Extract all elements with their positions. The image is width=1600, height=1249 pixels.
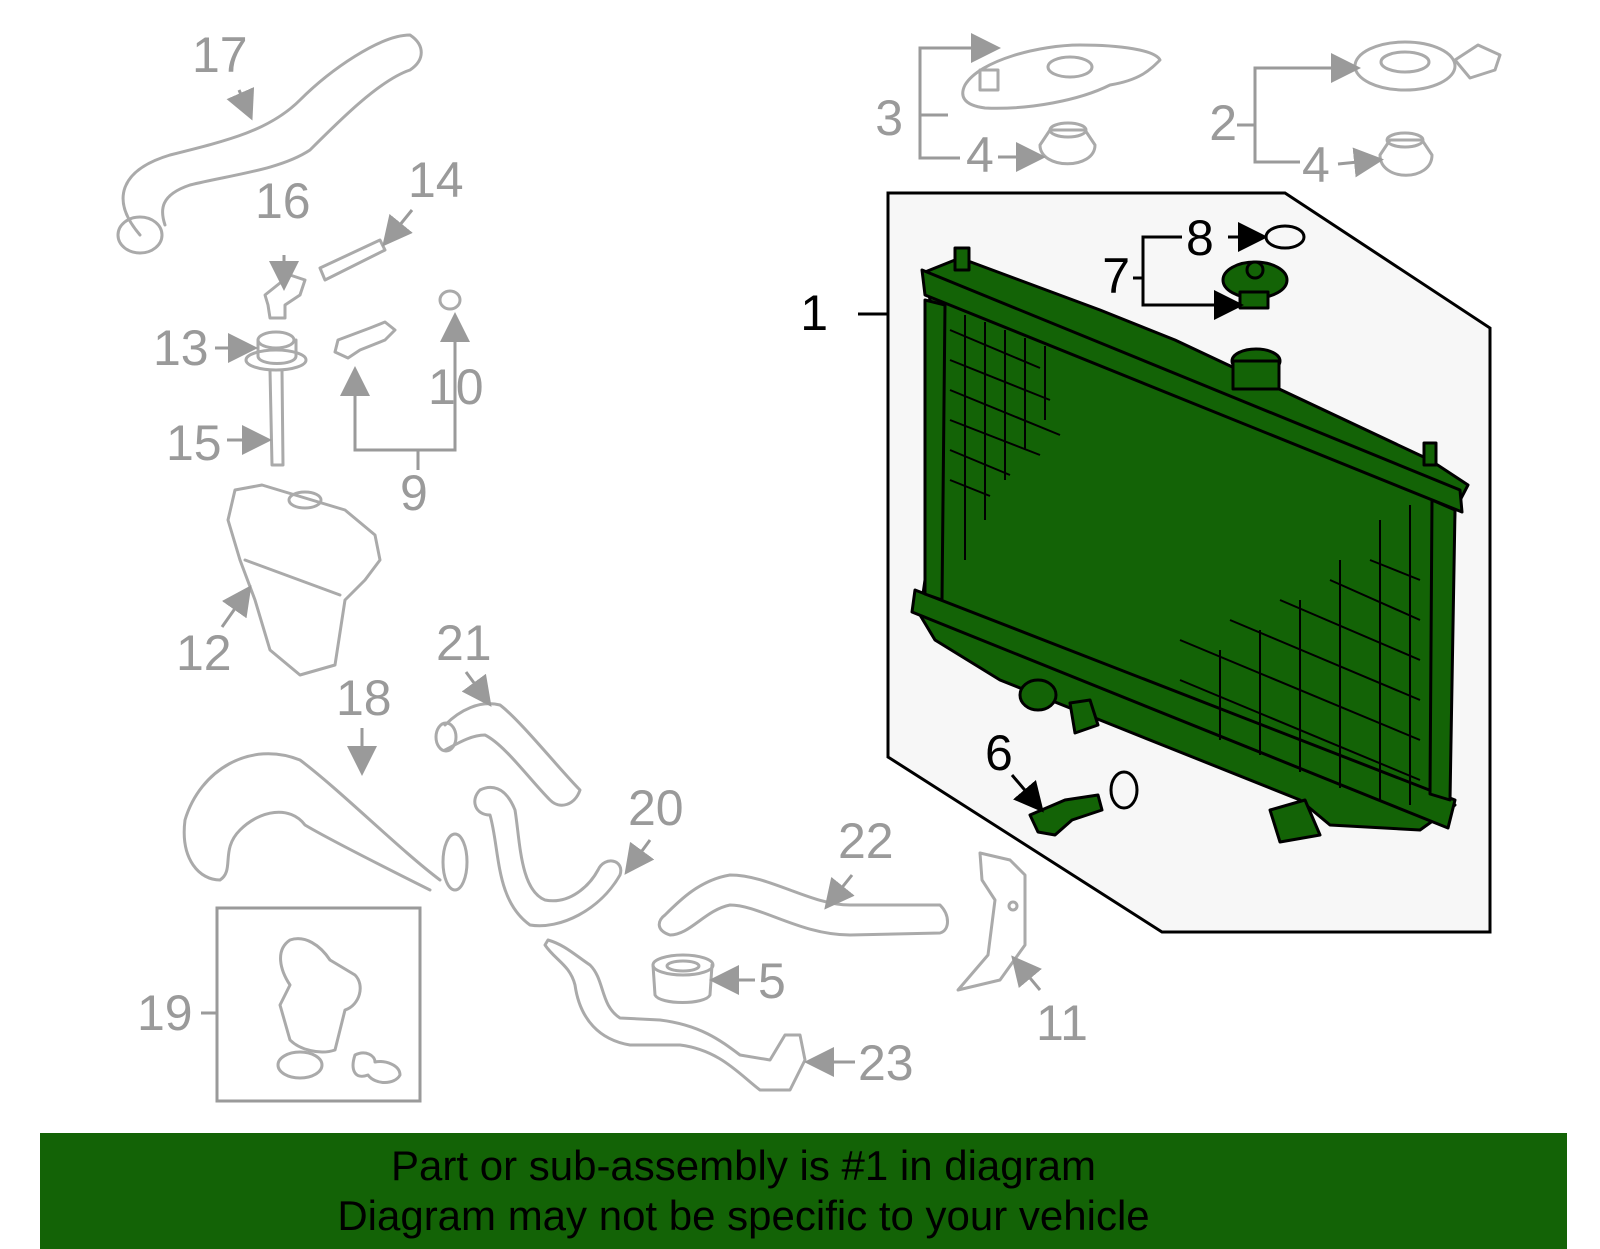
callout-5: 5	[758, 953, 786, 1009]
pipe-part-23[interactable]	[543, 938, 807, 1092]
cap-part-3[interactable]	[961, 43, 1162, 110]
callout-23: 23	[858, 1035, 914, 1091]
callout-8: 8	[1186, 210, 1214, 266]
callout-18: 18	[336, 670, 392, 726]
footer-line-1: Part or sub-assembly is #1 in diagram	[391, 1142, 1096, 1189]
callout-19: 19	[137, 985, 193, 1041]
footer-line-2: Diagram may not be specific to your vehi…	[337, 1192, 1150, 1239]
callout-13: 13	[153, 320, 209, 376]
callout-17: 17	[192, 27, 248, 83]
radiator-part-1[interactable]	[910, 246, 1470, 844]
cushion-part-5[interactable]	[651, 953, 715, 1004]
callout-6: 6	[985, 725, 1013, 781]
pipe-part-14[interactable]	[318, 238, 387, 282]
callout-2: 2	[1209, 95, 1237, 151]
tube-part-15[interactable]	[268, 368, 285, 467]
callout-3: 3	[875, 90, 903, 146]
callout-12: 12	[176, 625, 232, 681]
radiator-core-grid	[949, 315, 1421, 805]
reservoir-part-12[interactable]	[226, 483, 382, 677]
sensor-part-9[interactable]	[333, 320, 397, 360]
callout-9: 9	[400, 465, 428, 521]
radiator-cap-part-7[interactable]	[1221, 260, 1289, 310]
bracket-hole	[1007, 900, 1019, 912]
callout-21: 21	[436, 615, 492, 671]
lower-hose-part-18[interactable]	[182, 752, 442, 892]
upper-hose-part-17[interactable]	[121, 33, 423, 237]
thermostat-housing-part-19[interactable]	[276, 937, 402, 1084]
hose-21-end	[434, 721, 458, 753]
callout-7: 7	[1102, 248, 1130, 304]
cushion-part-4b[interactable]	[1378, 131, 1434, 177]
callout-10: 10	[428, 359, 484, 415]
inset-box-part-19	[215, 906, 422, 1103]
callout-4a: 4	[966, 127, 994, 183]
parts-diagram: 1 2 3 4 4 5 6 7 8 9 10 11 12 13 14 15 16…	[116, 27, 1502, 1103]
reservoir-cap	[287, 490, 323, 510]
footer-banner: Part or sub-assembly is #1 in diagram Di…	[40, 1133, 1567, 1249]
hose-part-21[interactable]	[443, 702, 582, 807]
lower-hose-end	[441, 832, 469, 892]
callout-4b: 4	[1302, 137, 1330, 193]
hose-part-22[interactable]	[657, 873, 949, 937]
drain-o-ring[interactable]	[1109, 770, 1139, 810]
cap-part-2[interactable]	[1353, 40, 1502, 92]
callout-14: 14	[408, 152, 464, 208]
callout-11: 11	[1036, 995, 1088, 1051]
drain-plug-part-6[interactable]	[1028, 793, 1104, 837]
cushion-part-4a[interactable]	[1038, 121, 1097, 166]
callout-1: 1	[800, 285, 828, 341]
cap-part-13[interactable]	[244, 330, 308, 372]
callout-22: 22	[838, 813, 894, 869]
bracket-part-11[interactable]	[956, 851, 1027, 992]
o-ring-part-10[interactable]	[438, 289, 462, 311]
callout-15: 15	[166, 415, 222, 471]
callout-20: 20	[628, 780, 684, 836]
callout-16: 16	[255, 173, 311, 229]
upper-hose-end	[116, 215, 164, 255]
hose-part-20[interactable]	[473, 786, 623, 928]
